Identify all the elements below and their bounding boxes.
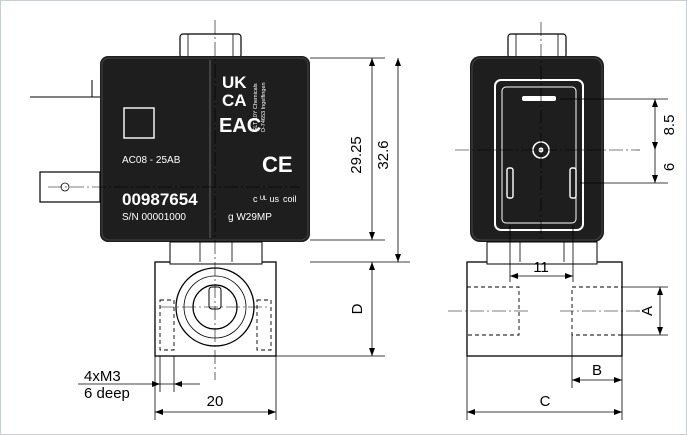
dim-b: B bbox=[592, 362, 602, 379]
label-ca: CA bbox=[222, 91, 247, 110]
label-ac-code: AC08 - 25AB bbox=[122, 155, 181, 166]
dim-d: D bbox=[349, 303, 366, 314]
side-dimensions bbox=[466, 98, 668, 420]
front-view bbox=[30, 20, 310, 380]
dim-thread: 4xM3 bbox=[84, 368, 121, 385]
dim-32-6: 32.6 bbox=[375, 140, 392, 169]
front-dimensions bbox=[78, 57, 410, 420]
label-part-number: 00987654 bbox=[122, 190, 198, 209]
dim-a: A bbox=[639, 306, 656, 316]
label-square bbox=[123, 107, 155, 139]
dim-20: 20 bbox=[207, 393, 224, 410]
label-type-code: g W29MP bbox=[228, 212, 272, 223]
dim-29-25: 29.25 bbox=[348, 136, 365, 174]
label-address: D-74653 Ingelfingen bbox=[261, 82, 267, 132]
dim-thread-depth: 6 deep bbox=[84, 385, 130, 402]
label-manufacturer: GLT 10Y Chemicals bbox=[253, 83, 259, 132]
dim-8-5: 8.5 bbox=[661, 115, 678, 136]
coil-housing bbox=[100, 56, 310, 242]
plug-outline bbox=[494, 79, 584, 231]
dim-c: C bbox=[540, 393, 551, 410]
label-uk: UK bbox=[222, 73, 247, 92]
label-serial: S/N 00001000 bbox=[122, 212, 186, 223]
label-coil: coil bbox=[283, 194, 297, 204]
dim-6: 6 bbox=[661, 163, 678, 171]
side-view bbox=[448, 22, 640, 357]
label-eac: EAC bbox=[219, 115, 261, 137]
label-ul-mark: c ᵁᴸ us bbox=[253, 194, 280, 204]
valve-body-side bbox=[466, 261, 623, 357]
dim-11: 11 bbox=[533, 259, 549, 276]
label-ce: CE bbox=[262, 152, 293, 177]
